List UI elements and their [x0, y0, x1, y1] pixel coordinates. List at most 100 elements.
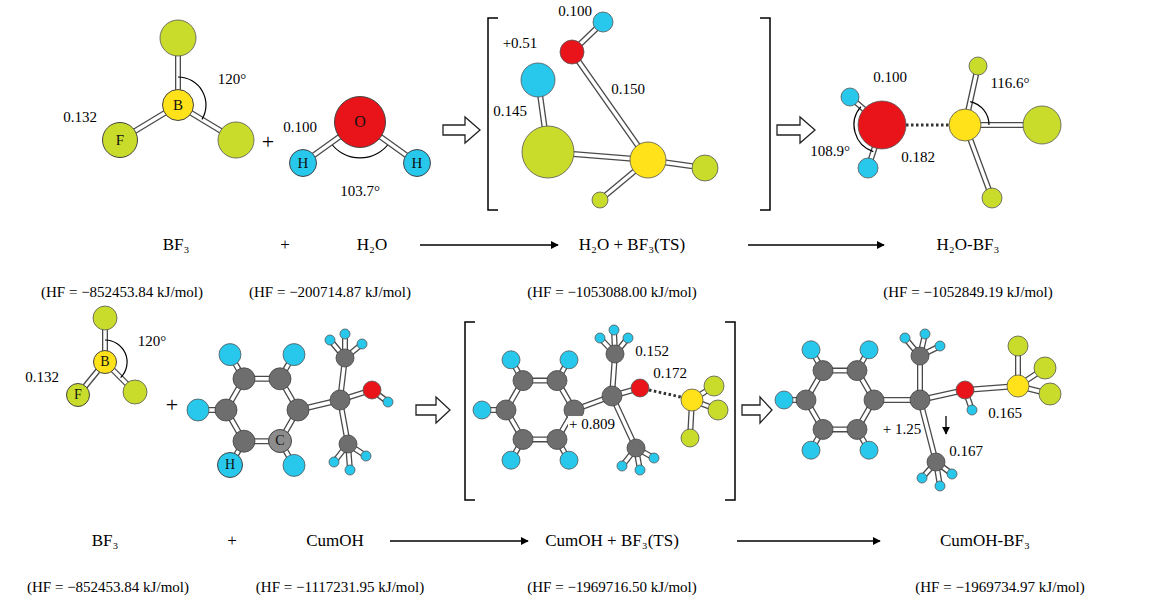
bond-connector	[314, 137, 340, 156]
atom-spheres	[363, 381, 381, 399]
atom-spheres	[187, 399, 209, 421]
reaction-arrow	[737, 540, 880, 541]
atom-spheres	[325, 335, 335, 345]
bond-angle: 120°	[137, 333, 168, 350]
species-name: H₂O	[356, 235, 388, 255]
atom-sphere: F	[66, 383, 90, 407]
transition-bracket	[465, 18, 770, 500]
atom-spheres	[357, 339, 367, 349]
atom-spheres	[911, 347, 929, 365]
bond-length: 0.172	[652, 365, 688, 382]
atom-spheres	[813, 419, 833, 439]
atom-symbol: H	[298, 156, 309, 171]
atom-spheres	[339, 435, 357, 453]
species-name: BF₃	[162, 235, 191, 255]
bond-length: 0.100	[557, 3, 593, 20]
open-reaction-arrow	[443, 117, 480, 143]
atom-spheres	[602, 386, 622, 406]
bond-length: 0.132	[24, 369, 60, 386]
atom-spheres	[649, 453, 659, 463]
atom-spheres	[858, 158, 878, 178]
atom-spheres	[473, 401, 491, 419]
atom-spheres	[502, 351, 520, 369]
atom-spheres	[287, 399, 309, 421]
heat-of-formation: (HF = −1053088.00 kJ/mol)	[526, 284, 697, 301]
atom-spheres	[858, 101, 906, 149]
atom-spheres	[635, 465, 645, 475]
bond-angle: 103.7°	[339, 183, 381, 200]
atom-spheres	[796, 390, 816, 410]
atom-spheres	[513, 429, 533, 449]
atom-spheres	[704, 376, 724, 396]
reaction-arrow	[390, 245, 946, 541]
atom-spheres	[623, 333, 633, 343]
atom-spheres	[1034, 357, 1056, 379]
partial-bond	[906, 124, 949, 127]
plus-sign: +	[279, 235, 291, 255]
atom-spheres	[233, 430, 255, 452]
bond-connector	[380, 137, 406, 156]
atom-symbol: H	[412, 156, 423, 171]
partial-bond	[649, 125, 949, 397]
atom-spheres	[496, 400, 516, 420]
atom-spheres	[522, 126, 574, 178]
species-name: CumOH	[305, 531, 365, 551]
atom-spheres	[560, 451, 578, 469]
reaction-arrow	[390, 540, 528, 541]
atom-spheres	[560, 40, 584, 64]
plus-sign: +	[226, 531, 238, 551]
plus-sign: +	[261, 129, 275, 154]
angle-arc	[105, 77, 989, 378]
atom-spheres	[708, 400, 728, 420]
atom-spheres	[218, 122, 254, 158]
reaction-arrow	[945, 416, 946, 434]
atom-spheres	[233, 368, 255, 390]
atom-spheres	[860, 441, 878, 459]
atom-sphere: C	[268, 429, 292, 453]
bond-length: 0.100	[282, 119, 318, 136]
atom-symbol: O	[354, 114, 366, 130]
bond-length: 0.150	[610, 81, 646, 98]
atom-spheres	[1023, 106, 1061, 144]
atom-spheres	[956, 381, 974, 399]
atom-spheres	[847, 419, 867, 439]
atom-spheres	[681, 389, 703, 411]
atom-spheres	[969, 57, 987, 75]
atom-spheres	[935, 341, 945, 351]
atom-spheres	[692, 155, 718, 181]
atom-spheres	[967, 405, 977, 415]
atom-symbol: H	[225, 458, 235, 472]
atom-spheres	[847, 361, 867, 381]
heat-of-formation: (HF = −1969716.50 kJ/mol)	[526, 579, 697, 596]
bond-connector	[380, 137, 406, 156]
atom-spheres	[283, 454, 305, 476]
charge-label: + 1.25	[882, 421, 922, 438]
open-reaction-arrow	[416, 117, 815, 423]
reaction-arrow	[748, 244, 884, 245]
atom-spheres	[609, 325, 619, 335]
heat-of-formation: (HF = −852453.84 kJ/mol)	[26, 579, 190, 596]
atom-spheres	[547, 429, 567, 449]
bond-length: 0.100	[872, 69, 908, 86]
atom-spheres	[917, 473, 927, 483]
atom-spheres	[947, 469, 957, 479]
bond-angle: 116.6°	[989, 75, 1030, 92]
bond-connector	[135, 113, 166, 131]
atom-spheres	[681, 429, 699, 447]
atom-spheres	[269, 368, 291, 390]
heat-of-formation: (HF = −1969734.97 kJ/mol)	[914, 579, 1085, 596]
atom-spheres	[283, 344, 305, 366]
atom-symbol: B	[100, 355, 109, 369]
atom-spheres	[630, 142, 666, 178]
atom-spheres	[775, 391, 793, 409]
atom-spheres	[864, 390, 884, 410]
reaction-arrow	[420, 244, 558, 245]
atom-spheres	[345, 465, 355, 475]
atom-symbol: C	[275, 434, 284, 448]
atom-symbol: F	[74, 388, 82, 402]
atom-spheres	[927, 453, 945, 471]
atom-sphere: H	[289, 149, 317, 177]
transition-bracket	[465, 322, 475, 500]
species-name: H₂O-BF₃	[936, 235, 1001, 255]
atom-spheres	[330, 390, 350, 410]
